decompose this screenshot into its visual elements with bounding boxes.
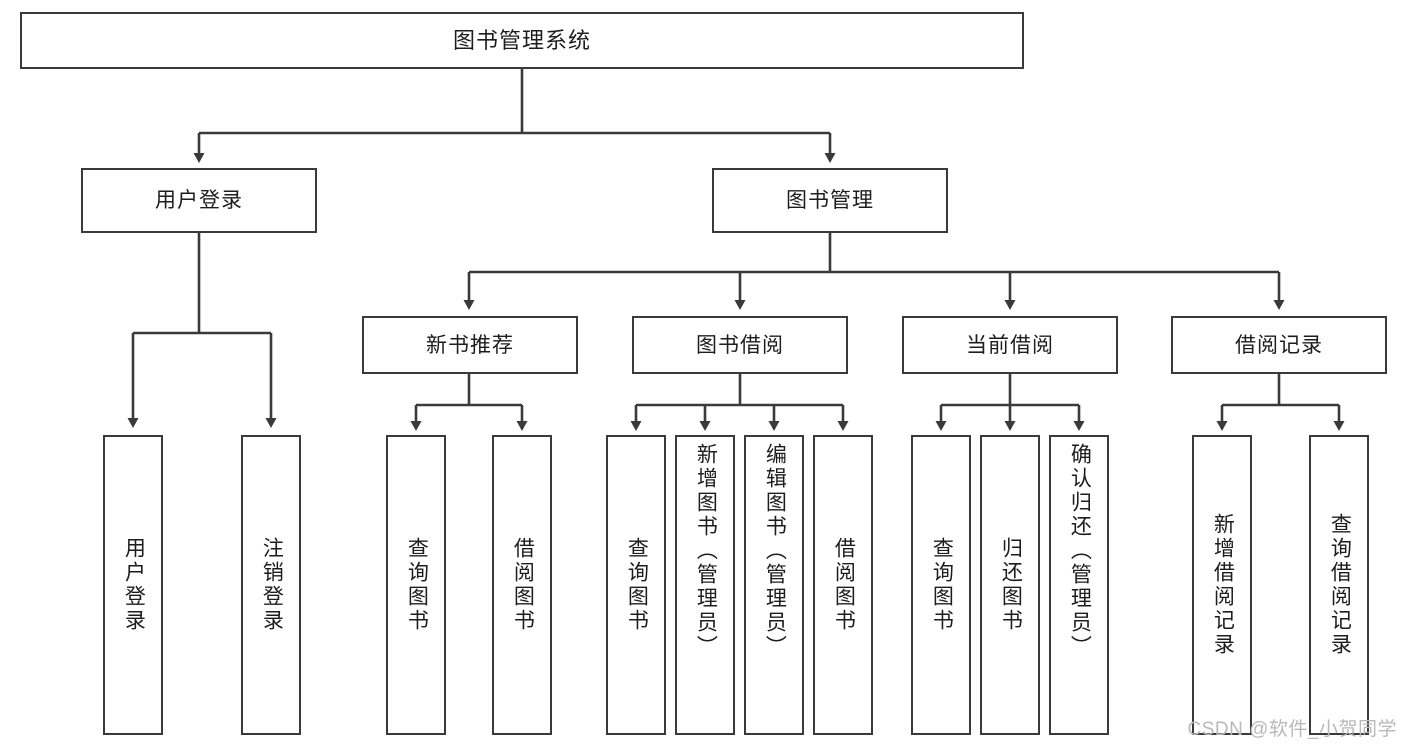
node-label: 归还图书 [999,537,1023,633]
node-label: 新书推荐 [426,333,514,357]
node-label: 查询借阅记录 [1328,513,1352,657]
node-root-book-management-system[interactable]: 图书管理系统 [20,12,1024,69]
node-book-management[interactable]: 图书管理 [712,168,948,233]
leaf-confirm-return-admin[interactable]: 确认归还（管理员） [1049,435,1109,735]
leaf-new-book-borrow-book[interactable]: 借阅图书 [492,435,552,735]
leaf-user-login[interactable]: 用户登录 [103,435,163,735]
node-label: 借阅图书 [511,537,535,633]
node-label: 当前借阅 [966,333,1054,357]
node-current-borrowing[interactable]: 当前借阅 [902,316,1118,374]
node-label: 查询图书 [930,537,954,633]
leaf-new-book-query-book[interactable]: 查询图书 [386,435,446,735]
node-label: 借阅图书 [832,537,856,633]
leaf-edit-book-admin[interactable]: 编辑图书（管理员） [744,435,804,735]
node-label: 用户登录 [155,189,243,212]
leaf-current-query-book[interactable]: 查询图书 [911,435,971,735]
node-borrowing-record[interactable]: 借阅记录 [1171,316,1387,374]
node-label: 确认归还（管理员） [1068,443,1092,659]
leaf-add-borrow-record[interactable]: 新增借阅记录 [1192,435,1252,735]
leaf-logout[interactable]: 注销登录 [241,435,301,735]
leaf-borrow-query-book[interactable]: 查询图书 [606,435,666,735]
node-label: 图书借阅 [696,333,784,357]
node-label: 查询图书 [405,537,429,633]
leaf-query-borrow-record[interactable]: 查询借阅记录 [1309,435,1369,735]
node-label: 新增图书（管理员） [694,443,718,659]
node-label: 图书管理 [786,189,874,212]
node-label: 用户登录 [122,537,146,633]
node-user-login[interactable]: 用户登录 [81,168,317,233]
node-label: 编辑图书（管理员） [763,443,787,659]
leaf-add-book-admin[interactable]: 新增图书（管理员） [675,435,735,735]
node-label: 注销登录 [260,537,284,633]
leaf-return-book[interactable]: 归还图书 [980,435,1040,735]
node-book-borrowing[interactable]: 图书借阅 [632,316,848,374]
node-label: 图书管理系统 [452,27,591,53]
leaf-borrow-book[interactable]: 借阅图书 [813,435,873,735]
node-new-book-recommendation[interactable]: 新书推荐 [362,316,578,374]
node-label: 查询图书 [625,537,649,633]
node-label: 借阅记录 [1235,333,1323,357]
node-label: 新增借阅记录 [1211,513,1235,657]
